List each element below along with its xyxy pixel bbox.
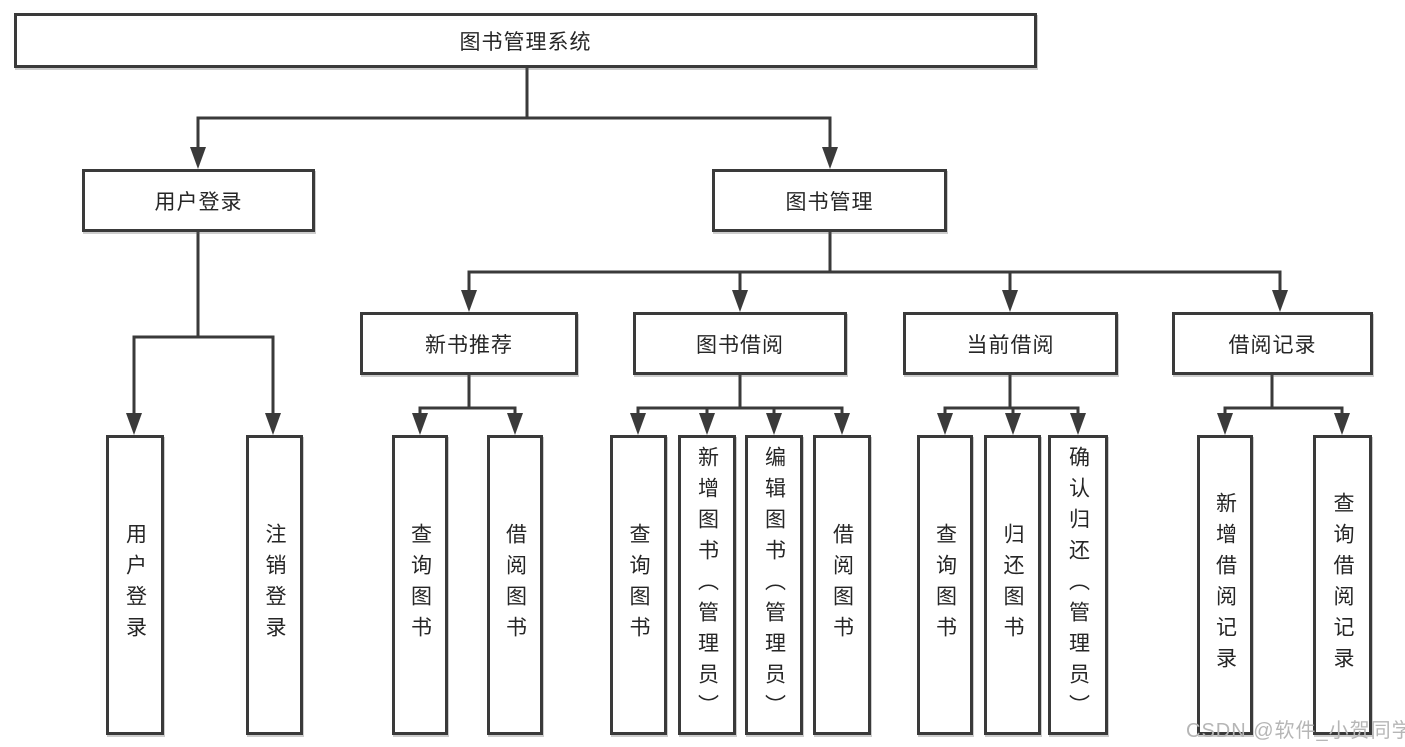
leaf-query-books-3-label: 查询图书: [933, 523, 957, 647]
arrowheads: [126, 147, 1350, 435]
node-book-borrowing-label: 图书借阅: [696, 333, 784, 357]
leaf-return-books-label: 归还图书: [1001, 523, 1024, 647]
node-book-management: 图书管理: [712, 169, 947, 232]
leaf-logout: 注销登录: [246, 435, 303, 735]
leaf-edit-books-admin: 编辑图书（管理员）: [745, 435, 803, 735]
leaf-borrow-books-2: 借阅图书: [813, 435, 871, 735]
leaf-return-books: 归还图书: [984, 435, 1041, 735]
node-user-login-label: 用户登录: [154, 190, 243, 214]
leaf-query-books-2: 查询图书: [610, 435, 667, 735]
leaf-add-books-admin-label: 新增图书（管理员）: [695, 445, 719, 725]
leaf-borrow-books-2-label: 借阅图书: [830, 523, 854, 647]
leaf-add-borrow-record-label: 新增借阅记录: [1213, 492, 1237, 678]
watermark: CSDN @软件_小贺同学: [1186, 720, 1405, 742]
leaf-query-borrow-record: 查询借阅记录: [1313, 435, 1372, 735]
node-root-label: 图书管理系统: [459, 30, 592, 54]
node-book-management-label: 图书管理: [785, 190, 874, 214]
leaf-confirm-return-admin: 确认归还（管理员）: [1048, 435, 1108, 735]
node-borrowing-records: 借阅记录: [1172, 312, 1373, 375]
node-root: 图书管理系统: [14, 13, 1037, 68]
leaf-add-borrow-record: 新增借阅记录: [1197, 435, 1253, 735]
node-current-borrowing-label: 当前借阅: [966, 333, 1055, 357]
leaf-query-books-1: 查询图书: [392, 435, 448, 735]
leaf-edit-books-admin-label: 编辑图书（管理员）: [762, 445, 786, 725]
leaf-user-login: 用户登录: [106, 435, 164, 735]
leaf-query-books-1-label: 查询图书: [408, 523, 432, 647]
leaf-confirm-return-admin-label: 确认归还（管理员）: [1066, 445, 1090, 725]
node-user-login: 用户登录: [82, 169, 315, 232]
node-book-borrowing: 图书借阅: [633, 312, 847, 375]
node-current-borrowing: 当前借阅: [903, 312, 1118, 375]
leaf-borrow-books-1: 借阅图书: [487, 435, 543, 735]
leaf-borrow-books-1-label: 借阅图书: [503, 523, 527, 647]
leaf-logout-label: 注销登录: [263, 523, 286, 647]
leaf-query-books-2-label: 查询图书: [627, 523, 650, 647]
leaf-query-books-3: 查询图书: [917, 435, 973, 735]
node-new-book-recommend: 新书推荐: [360, 312, 578, 375]
node-new-book-recommend-label: 新书推荐: [425, 333, 513, 357]
leaf-user-login-label: 用户登录: [123, 523, 147, 647]
leaf-add-books-admin: 新增图书（管理员）: [678, 435, 736, 735]
leaf-query-borrow-record-label: 查询借阅记录: [1331, 492, 1354, 678]
node-borrowing-records-label: 借阅记录: [1228, 333, 1317, 357]
